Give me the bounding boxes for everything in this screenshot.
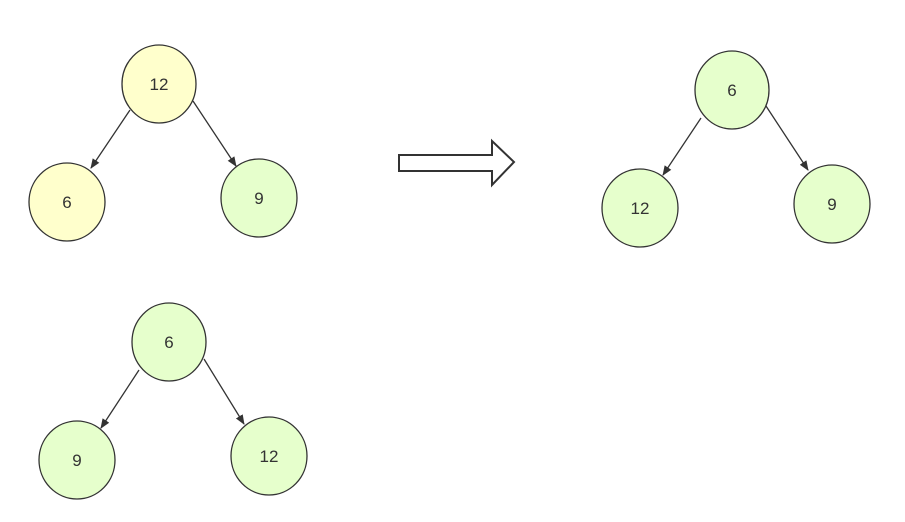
edge-root-right (765, 105, 809, 171)
node-label: 12 (260, 447, 279, 466)
edge-root-right (203, 358, 245, 425)
edge-root-left (90, 109, 131, 169)
edge-root-right (192, 100, 237, 167)
tree-before: 12 6 9 (28, 44, 298, 242)
tree-node-left: 12 (601, 168, 679, 248)
edge-root-left (662, 117, 702, 176)
node-label: 9 (72, 451, 81, 470)
tree-node-root: 6 (694, 50, 770, 130)
node-label: 6 (62, 193, 71, 212)
tree-node-right: 9 (220, 158, 298, 238)
tree-node-right: 12 (230, 416, 308, 496)
node-label: 6 (727, 81, 736, 100)
node-label: 12 (631, 199, 650, 218)
tree-alternate: 6 9 12 (38, 302, 308, 500)
node-label: 9 (254, 189, 263, 208)
node-label: 9 (827, 195, 836, 214)
tree-node-left: 6 (28, 162, 106, 242)
node-label: 6 (164, 333, 173, 352)
right-arrow-icon (398, 138, 516, 188)
node-label: 12 (150, 75, 169, 94)
tree-after: 6 12 9 (601, 50, 871, 248)
tree-node-right: 9 (793, 164, 871, 244)
edge-root-left (100, 369, 140, 429)
tree-node-root: 12 (121, 44, 197, 124)
tree-node-root: 6 (131, 302, 207, 382)
tree-node-left: 9 (38, 420, 116, 500)
